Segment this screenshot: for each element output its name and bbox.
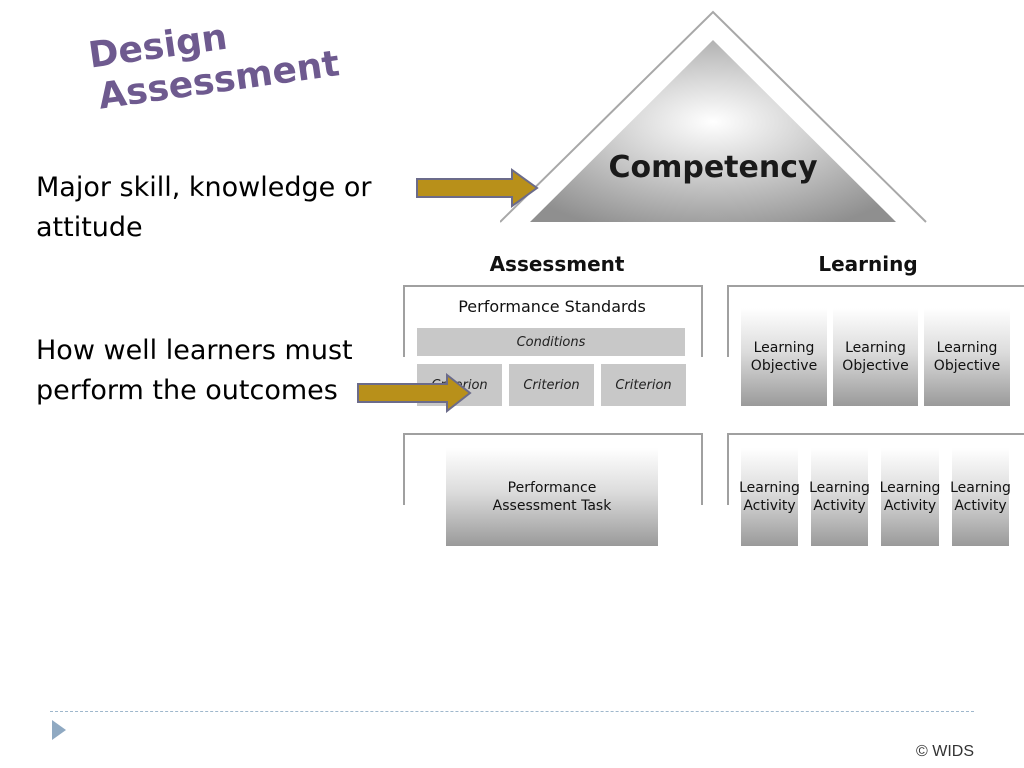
competency-label: Competency [608,150,818,185]
learning-activity-box: Learning Activity [950,448,1011,546]
learning-activity-box: Learning Activity [739,448,800,546]
bullet-standards-description: How well learners must perform the outco… [36,335,353,406]
conditions-bar: Conditions [417,328,685,356]
assessment-header: Assessment [489,252,625,276]
learning-activity-box: Learning Activity [809,448,870,546]
slide-title: Design Assessment [86,2,342,120]
learning-header: Learning [818,252,918,276]
bullet-competency-description: Major skill, knowledge or attitude [36,172,372,243]
triangle-outline [500,10,927,223]
criterion-box: Criterion [509,364,594,406]
arrow-right-icon [416,168,539,208]
footer-divider [50,711,974,712]
performance-assessment-task-box: Performance Assessment Task [446,448,658,546]
competency-triangle [500,10,927,223]
criterion-box: Criterion [601,364,686,406]
arrow-right-icon [357,373,472,413]
copyright-label: © WIDS [916,743,975,760]
performance-standards-label: Performance Standards [458,297,646,316]
learning-objective-box: Learning Objective [833,308,918,406]
triangle-body [530,40,896,222]
learning-objective-box: Learning Objective [741,308,827,406]
learning-activity-box: Learning Activity [880,448,940,546]
learning-objective-box: Learning Objective [924,308,1010,406]
play-triangle-icon [52,720,66,740]
